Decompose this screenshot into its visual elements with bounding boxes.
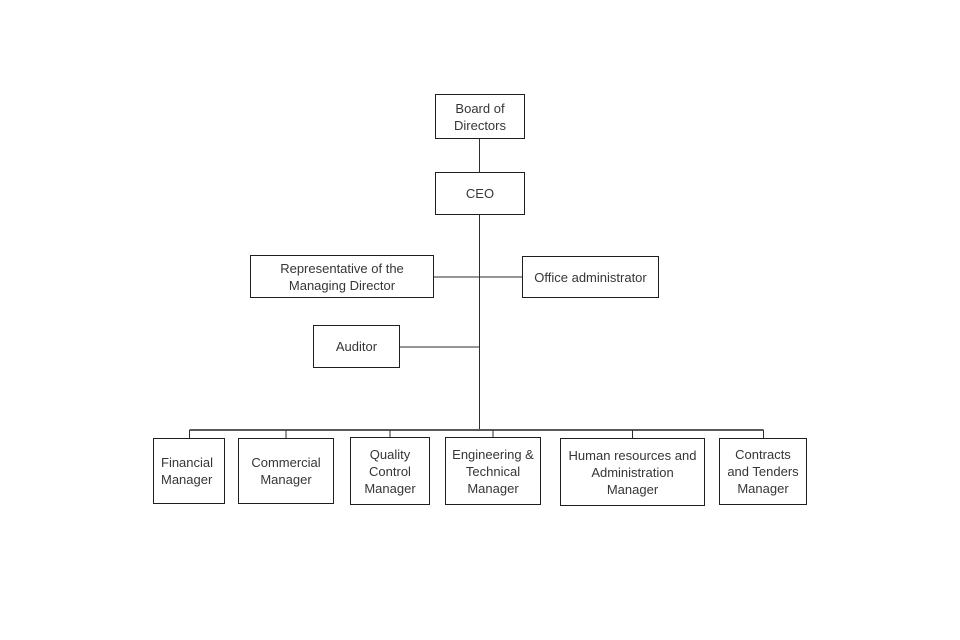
org-node-auditor: Auditor	[313, 325, 400, 368]
org-node-label: Contracts and Tenders Manager	[727, 447, 799, 496]
org-node-label: Board of Directors	[453, 100, 506, 133]
org-node-label: Quality Control Manager	[364, 446, 416, 496]
org-node-engineering-technical-manager: Engineering & Technical Manager	[445, 437, 541, 505]
org-node-financial-manager: Financial Manager	[153, 438, 225, 504]
org-node-label: Engineering & Technical Manager	[452, 446, 534, 496]
org-node-label: Representative of the Managing Director	[280, 260, 404, 293]
org-node-label: Auditor	[335, 339, 378, 354]
org-node-contracts-and-tenders-manager: Contracts and Tenders Manager	[719, 438, 807, 505]
org-node-label: Human resources and Administration Manag…	[568, 447, 697, 497]
org-node-ceo: CEO	[435, 172, 525, 215]
org-node-commercial-manager: Commercial Manager	[238, 438, 334, 504]
org-node-board-of-directors: Board of Directors	[435, 94, 525, 139]
org-node-representative-of-managing-director: Representative of the Managing Director	[250, 255, 434, 298]
org-node-quality-control-manager: Quality Control Manager	[350, 437, 430, 505]
org-node-label: Office administrator	[534, 269, 647, 285]
org-node-label: Commercial Manager	[251, 455, 321, 487]
org-node-office-administrator: Office administrator	[522, 256, 659, 298]
org-node-label: Financial Manager	[161, 455, 214, 487]
org-node-human-resources-administration-manager: Human resources and Administration Manag…	[560, 438, 705, 506]
org-node-label: CEO	[465, 186, 495, 201]
